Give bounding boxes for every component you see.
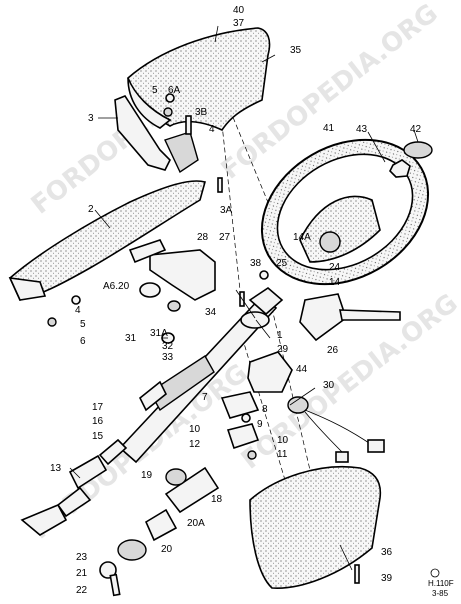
callout-14A: 14A: [293, 232, 311, 243]
callout-11: 11: [277, 449, 288, 460]
lower-shroud: [9, 180, 206, 301]
callout-26: 26: [327, 345, 339, 356]
clamp-lower: [226, 423, 260, 450]
gaiter: [117, 539, 147, 561]
reference-code: H.110F 3-85: [428, 568, 454, 598]
switch-lever: [128, 239, 167, 264]
callout-39: 39: [381, 573, 393, 584]
horn-cap: [403, 141, 433, 159]
callout-18: 18: [211, 494, 223, 505]
intermediate-shaft: [20, 438, 128, 536]
callout-22: 22: [76, 585, 88, 596]
callout-21: 21: [76, 568, 88, 579]
callout-15: 15: [92, 431, 104, 442]
callout-3B: 3B: [195, 107, 208, 118]
bracket-clip: [164, 131, 199, 174]
connector: [367, 439, 385, 453]
callout-16: 16: [92, 416, 104, 427]
callout-19: 19: [141, 470, 153, 481]
wiper-lever: [339, 309, 401, 321]
lower-shaft: [164, 466, 220, 514]
callout-44: 44: [296, 364, 308, 375]
steering-wheel: [260, 138, 430, 286]
callout-6A: 6A: [168, 85, 181, 96]
callout-20A: 20A: [187, 518, 205, 529]
column-clamp: [220, 391, 260, 419]
callout-40: 40: [233, 5, 245, 16]
flexible-coupling: [144, 508, 178, 542]
callout-14: 14: [329, 277, 341, 288]
ref-code-line2: 3-85: [432, 589, 449, 598]
lock-barrel: [287, 396, 309, 414]
callout-10: 10: [189, 424, 201, 435]
bush: [165, 468, 187, 486]
callout-4b: 4: [75, 305, 81, 316]
callout-5: 5: [152, 85, 158, 96]
callout-12: 12: [189, 439, 201, 450]
steering-column: [118, 286, 284, 464]
callout-17: 17: [92, 402, 104, 413]
callout-41: 41: [323, 123, 335, 134]
bolt: [109, 573, 121, 597]
leader-lines: [69, 25, 419, 571]
callout-27: 27: [219, 232, 231, 243]
callout-1: 1: [277, 330, 283, 341]
callout-2: 2: [88, 204, 94, 215]
callout-10b: 10: [277, 435, 289, 446]
callout-42: 42: [410, 124, 422, 135]
wiper-switch: [299, 293, 347, 342]
callout-37: 37: [233, 18, 245, 29]
callout-23: 23: [76, 552, 88, 563]
callout-32: 32: [162, 341, 174, 352]
callout-5b: 5: [80, 319, 86, 330]
callout-35: 35: [290, 45, 302, 56]
callout-34: 34: [205, 307, 217, 318]
callout-6: 6: [80, 336, 86, 347]
callout-30: 30: [323, 380, 335, 391]
callout-8: 8: [262, 404, 268, 415]
ignition-lock: [247, 351, 293, 393]
callout-38: 38: [250, 258, 262, 269]
callout-A6-20: A6.20: [103, 281, 130, 292]
lower-column-shroud: [249, 465, 382, 589]
callout-43: 43: [356, 124, 368, 135]
multifunction-switch: [149, 249, 216, 301]
callout-31: 31: [125, 333, 137, 344]
callout-labels: 40 37 35 5 6A 3B 3 4 41 43 42 2 3A 28 27…: [50, 5, 422, 596]
column-bearing: [240, 311, 270, 329]
lower-shroud-edge: [8, 277, 47, 301]
ref-code-line1: H.110F: [428, 579, 454, 588]
callout-24: 24: [329, 262, 341, 273]
callout-36: 36: [381, 547, 393, 558]
mounting-bracket: [114, 95, 171, 171]
connector: [335, 451, 349, 463]
callout-29: 29: [277, 344, 289, 355]
callout-25: 25: [276, 258, 288, 269]
callout-3: 3: [88, 113, 94, 124]
callout-31A: 31A: [150, 328, 168, 339]
callout-28: 28: [197, 232, 209, 243]
callout-33: 33: [162, 352, 174, 363]
callout-3A: 3A: [220, 205, 233, 216]
callout-4: 4: [209, 124, 215, 135]
wheel-nut: [389, 159, 411, 178]
callout-9: 9: [257, 419, 263, 430]
callout-20: 20: [161, 544, 173, 555]
callout-13: 13: [50, 463, 62, 474]
pinch-clamp: [99, 561, 117, 579]
upper-shroud-rim: [127, 77, 172, 129]
callout-7: 7: [202, 392, 208, 403]
